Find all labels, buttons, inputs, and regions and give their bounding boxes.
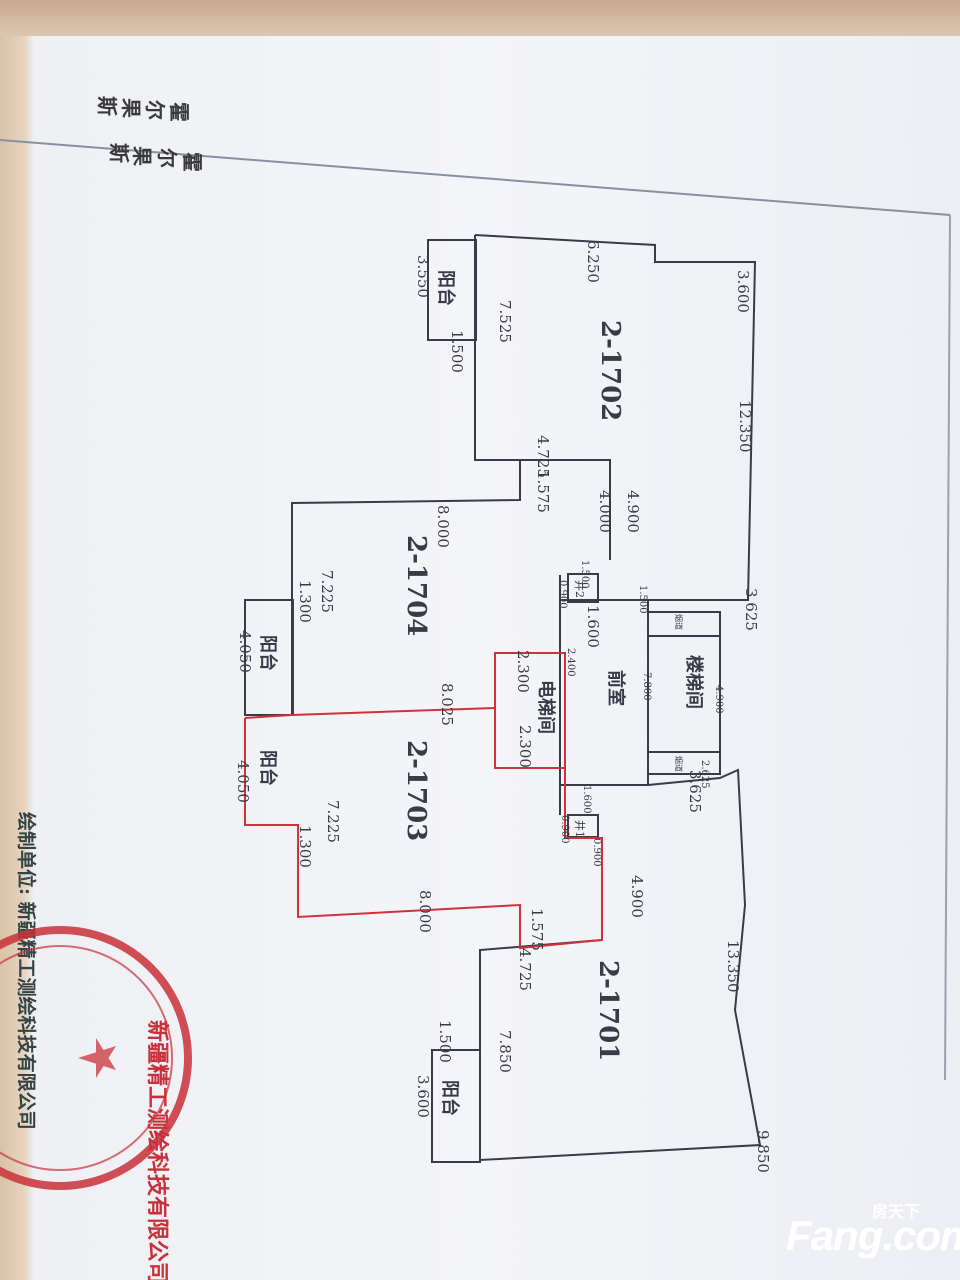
dimension-label: 3.600 bbox=[414, 1075, 432, 1118]
dimension-label: 4.000 bbox=[596, 490, 614, 533]
balcony-1701 bbox=[431, 1049, 481, 1163]
seal-text: 新疆精工测绘科技有限公司 bbox=[144, 1020, 170, 1280]
dimension-label: 7.225 bbox=[318, 570, 336, 613]
dimension-label: 2.400 bbox=[565, 648, 576, 677]
dimension-label: 6.250 bbox=[584, 240, 602, 283]
title-char: 霍 bbox=[180, 152, 204, 172]
room-label-balcony: 阳台 bbox=[257, 750, 279, 786]
dimension-label: 4.725 bbox=[534, 435, 552, 478]
unit-labels: 2-1702 2-1704 2-1703 2-1701 bbox=[401, 320, 625, 1061]
dimension-label: 0.900 bbox=[591, 838, 602, 867]
room-labels: 阳台 阳台 阳台 阳台 电梯间 前室 楼梯间 井1 井2 烟道 烟道 bbox=[257, 270, 705, 1116]
dimension-label: 7.800 bbox=[641, 672, 652, 701]
dimension-label: 3.550 bbox=[414, 255, 432, 298]
paper-edge bbox=[0, 0, 960, 36]
well-2 bbox=[567, 573, 599, 603]
title-char: 果 bbox=[119, 98, 143, 118]
elevator-hall bbox=[494, 652, 566, 769]
dimension-label: 1.500 bbox=[448, 330, 466, 373]
title-char: 果 bbox=[130, 146, 154, 166]
unit-label-1704: 2-1704 bbox=[401, 535, 431, 636]
dimension-label: 0.900 bbox=[559, 815, 570, 844]
drawing-unit-text: 绘制单位: 新疆精工测绘科技有限公司 bbox=[15, 812, 38, 1130]
title-char: 尔 bbox=[155, 148, 179, 168]
room-label-well: 井2 bbox=[573, 580, 587, 598]
dimension-label: 2.300 bbox=[514, 650, 532, 693]
dimension-label: 8.025 bbox=[438, 683, 456, 726]
unit-1702-outline bbox=[474, 234, 757, 601]
room-label-balcony: 阳台 bbox=[439, 1080, 461, 1116]
dimension-label: 1.575 bbox=[528, 908, 546, 951]
unit-1702-left bbox=[474, 235, 611, 560]
title-char: 斯 bbox=[95, 96, 119, 116]
watermark-top: 房天下 bbox=[872, 1204, 921, 1221]
dimension-labels: 3.600 6.250 3.550 1.500 7.525 12.350 4.7… bbox=[234, 240, 772, 1173]
stairwell-block bbox=[647, 611, 721, 775]
dimension-label: 1.600 bbox=[581, 785, 592, 814]
dimension-label: 4.900 bbox=[628, 875, 646, 918]
dimension-label: 9.850 bbox=[754, 1130, 772, 1173]
dimension-label: 4.050 bbox=[236, 630, 254, 673]
walls bbox=[244, 234, 762, 1163]
balcony-1704 bbox=[244, 599, 294, 716]
room-label-balcony: 阳台 bbox=[435, 270, 457, 306]
dimension-label: 13.350 bbox=[724, 940, 742, 993]
room-label-shaft: 烟道 bbox=[674, 756, 684, 772]
room-label-balcony: 阳台 bbox=[257, 635, 279, 671]
red-line bbox=[244, 718, 603, 950]
room-label-stairwell: 楼梯间 bbox=[683, 655, 705, 709]
dimension-label: 4.900 bbox=[713, 685, 724, 714]
watermark-logo: Fang.com bbox=[786, 1212, 960, 1259]
dimension-label: 1.600 bbox=[584, 605, 602, 648]
title-char: 霍 bbox=[167, 102, 191, 122]
dimension-label: 3.625 bbox=[686, 770, 704, 813]
dimension-label: 4.900 bbox=[624, 490, 642, 533]
dimension-label: 8.000 bbox=[434, 505, 452, 548]
title-char: 尔 bbox=[143, 100, 167, 120]
unit-label-1702: 2-1702 bbox=[595, 320, 625, 421]
room-label-elevator: 电梯间 bbox=[535, 680, 557, 734]
dimension-label: 12.350 bbox=[736, 400, 754, 453]
dimension-label: 8.000 bbox=[416, 890, 434, 933]
room-label-well: 井1 bbox=[573, 820, 587, 838]
registry-title: 霍 尔 果 斯 bbox=[95, 96, 191, 122]
fang-watermark: 房天下 Fang.com bbox=[786, 1198, 960, 1262]
dimension-label: 7.525 bbox=[496, 300, 514, 343]
dimension-label: 1.575 bbox=[534, 470, 552, 513]
sheet-border-top bbox=[0, 139, 951, 216]
room-label-shaft: 烟道 bbox=[674, 614, 684, 630]
dimension-label: 1.300 bbox=[296, 825, 314, 868]
dimension-label: 2.625 bbox=[699, 760, 710, 789]
dimension-label: 4.050 bbox=[234, 760, 252, 803]
dimension-label: 3.600 bbox=[734, 270, 752, 313]
dimension-label: 2.300 bbox=[516, 725, 534, 768]
vestibule-block bbox=[559, 599, 649, 786]
unit-1701-outline bbox=[479, 768, 762, 1162]
dimension-label: 4.725 bbox=[516, 948, 534, 991]
seal-star-icon bbox=[78, 1038, 116, 1078]
red-line bbox=[244, 707, 496, 719]
dimension-label: 1.500 bbox=[436, 1020, 454, 1063]
unit-1703-boundary bbox=[244, 652, 603, 950]
dimension-label: 7.850 bbox=[496, 1030, 514, 1073]
company-seal: 新疆精工测绘科技有限公司 bbox=[0, 926, 192, 1280]
room-label-vestibule: 前室 bbox=[605, 670, 627, 706]
sheet-border-right bbox=[944, 214, 951, 1081]
dimension-label: 1.300 bbox=[296, 580, 314, 623]
dimension-label: 3.625 bbox=[742, 588, 760, 631]
dimension-label: 1.500 bbox=[637, 585, 648, 614]
unit-label-1701: 2-1701 bbox=[593, 960, 623, 1061]
dimension-label: 0.900 bbox=[557, 580, 568, 609]
balcony-1702 bbox=[427, 239, 477, 341]
dimension-label: 1.500 bbox=[579, 560, 590, 589]
title-char: 斯 bbox=[107, 143, 131, 163]
dimension-label: 7.225 bbox=[324, 800, 342, 843]
unit-label-1703: 2-1703 bbox=[401, 740, 431, 841]
registry-title-cols: 霍 尔 果 斯 bbox=[107, 143, 204, 172]
